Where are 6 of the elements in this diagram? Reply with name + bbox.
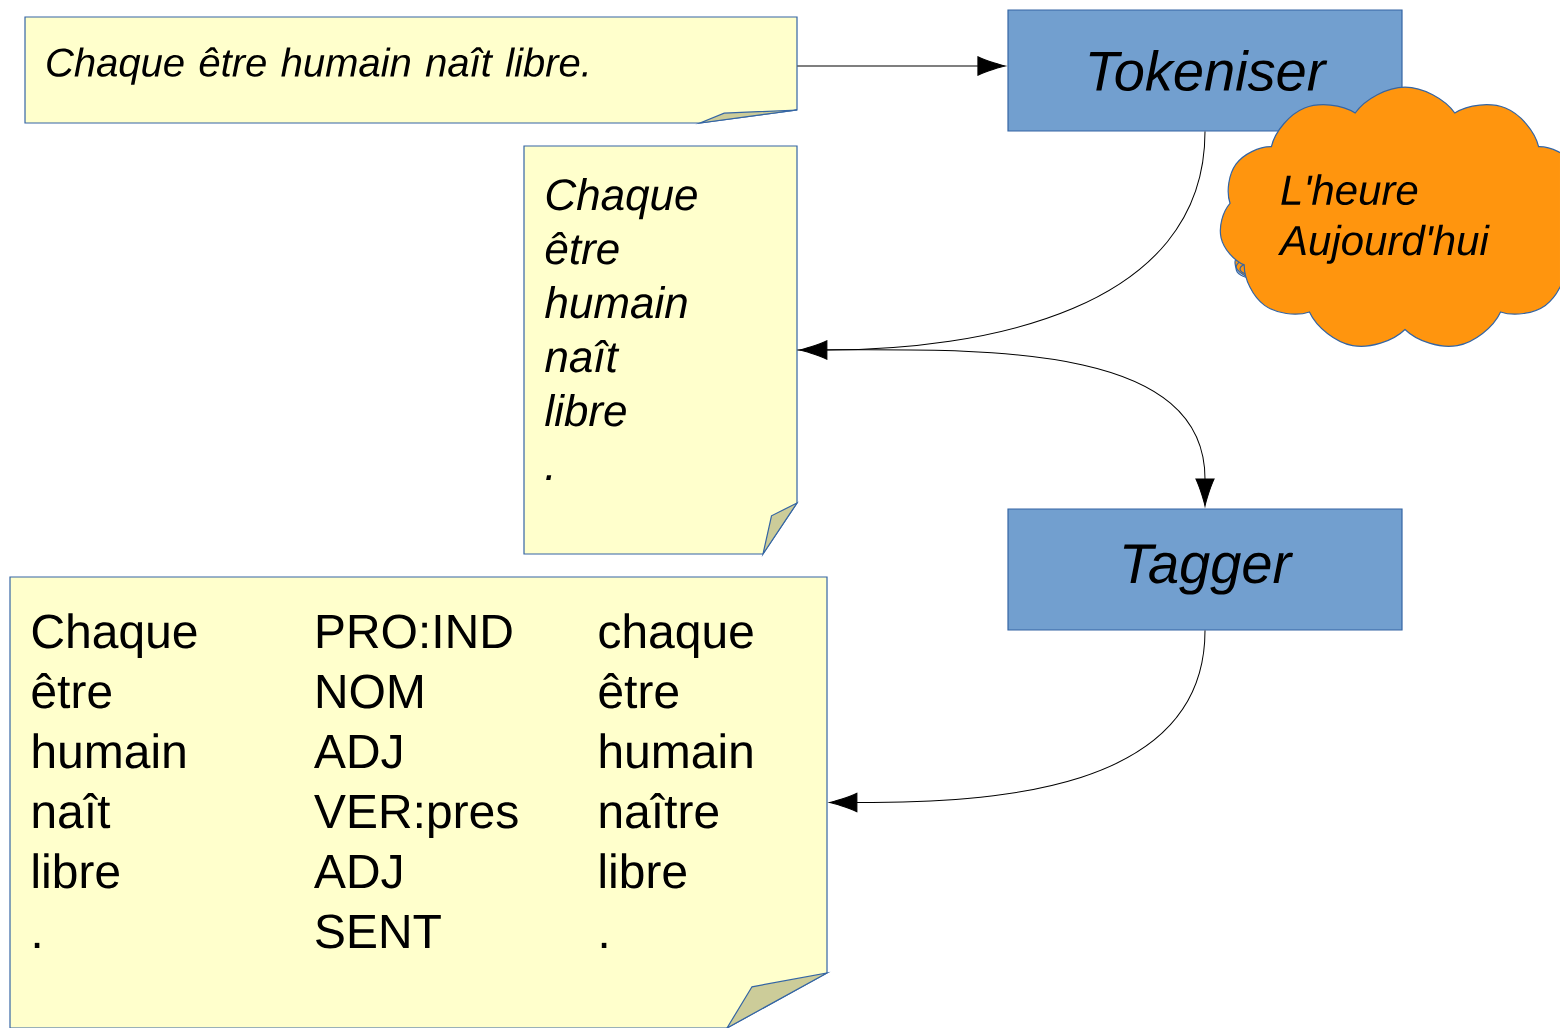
note-box: Chaque être humain naît libre. [24,16,798,125]
arrow [796,56,1006,76]
process-box: Tagger [1007,508,1403,631]
process-box: Tokeniser [1007,9,1403,132]
arrow [796,349,1215,507]
arrow [829,630,1206,813]
